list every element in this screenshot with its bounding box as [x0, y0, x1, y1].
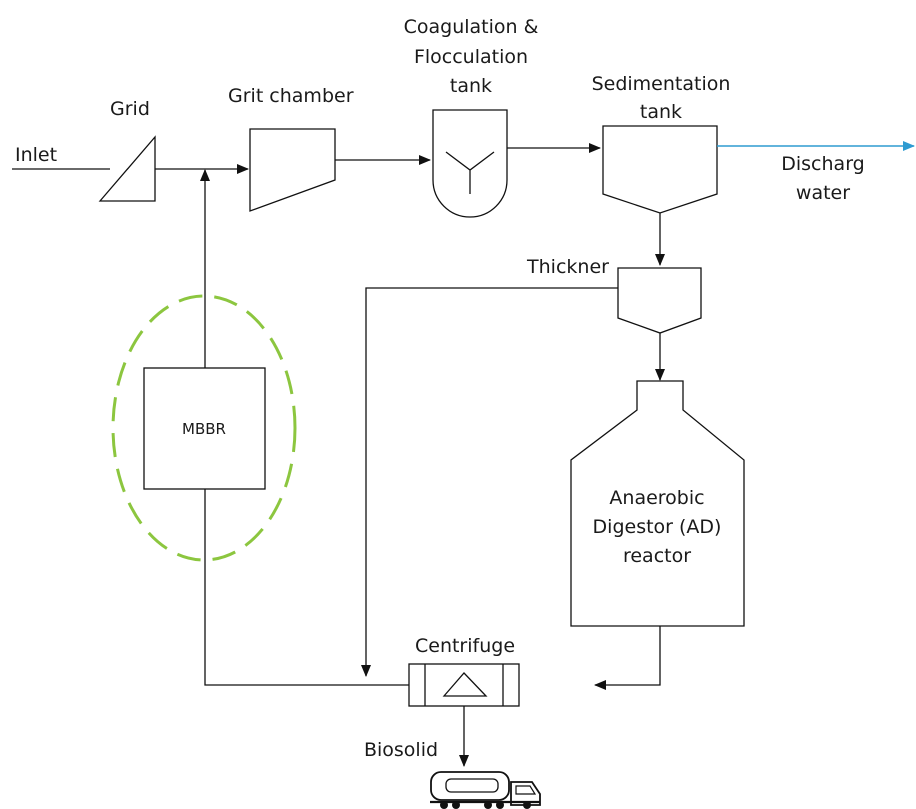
sedimentation-label-2: tank [640, 101, 682, 123]
anaerobic-digestor [570, 380, 745, 627]
coagulation-label-3: tank [450, 75, 492, 97]
discharge-label-2: water [796, 182, 850, 204]
mbbr-highlight-ellipse [111, 294, 297, 562]
centrifuge-triangle [442, 672, 488, 697]
tanker-truck-icon [430, 771, 541, 809]
inlet-label: Inlet [15, 144, 57, 166]
mbbr-label: MBBR [182, 420, 226, 438]
mixer-icon [445, 151, 495, 194]
ad-label-1: Anaerobic [609, 487, 704, 509]
coagulation-label-2: Flocculation [414, 46, 528, 68]
centrifuge-label: Centrifuge [415, 635, 515, 657]
sedimentation-tank [602, 125, 718, 214]
thickener-return-line [361, 287, 618, 677]
digestor-to-centrifuge-arrow [594, 626, 661, 690]
discharge-label-1: Discharg [781, 153, 864, 175]
ad-label-2: Digestor (AD) [593, 516, 722, 538]
grit-chamber-label: Grit chamber [228, 85, 354, 107]
sedimentation-label-1: Sedimentation [592, 73, 731, 95]
grit-chamber [249, 128, 336, 212]
grid-label: Grid [110, 98, 150, 120]
biosolid-label: Biosolid [364, 739, 438, 761]
ad-label-3: reactor [623, 545, 691, 567]
coagulation-tank [432, 109, 508, 218]
mbbr-reactor [143, 367, 266, 490]
thickener-label: Thickner [526, 256, 609, 278]
thickener [617, 267, 702, 334]
centrifuge-return-line [204, 489, 409, 686]
coagulation-label-1: Coagulation & [404, 16, 539, 38]
